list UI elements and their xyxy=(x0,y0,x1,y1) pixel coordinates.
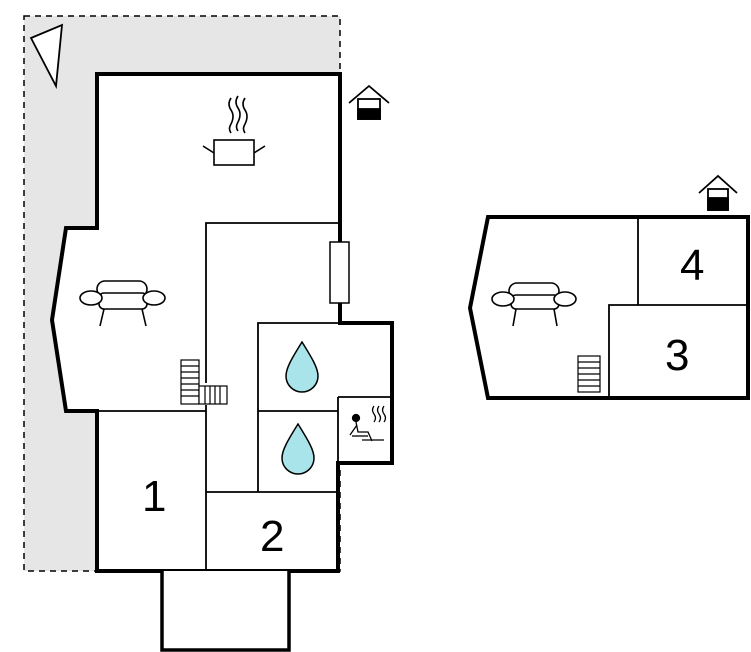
kitchen-pot-icon xyxy=(202,95,266,166)
porch-outline xyxy=(160,571,291,652)
room-number-1: 1 xyxy=(142,472,166,521)
upper-interior-walls xyxy=(608,217,748,398)
sofa-icon xyxy=(79,280,166,327)
window-icon xyxy=(329,241,350,304)
interior-walls xyxy=(97,222,392,571)
room-number-3: 3 xyxy=(665,331,689,380)
sofa-icon xyxy=(491,282,577,327)
entrance-house-icon xyxy=(348,84,390,120)
room-number-4: 4 xyxy=(680,241,704,290)
room-number-2: 2 xyxy=(260,512,284,561)
bathroom-water-drop-icon xyxy=(285,340,319,393)
stairs-icon xyxy=(577,355,601,393)
sauna-icon xyxy=(349,405,387,442)
toilet-water-drop-icon xyxy=(281,422,315,475)
north-arrow-icon xyxy=(29,23,64,90)
stairs-icon xyxy=(180,359,228,405)
entrance-house-icon xyxy=(698,174,738,211)
